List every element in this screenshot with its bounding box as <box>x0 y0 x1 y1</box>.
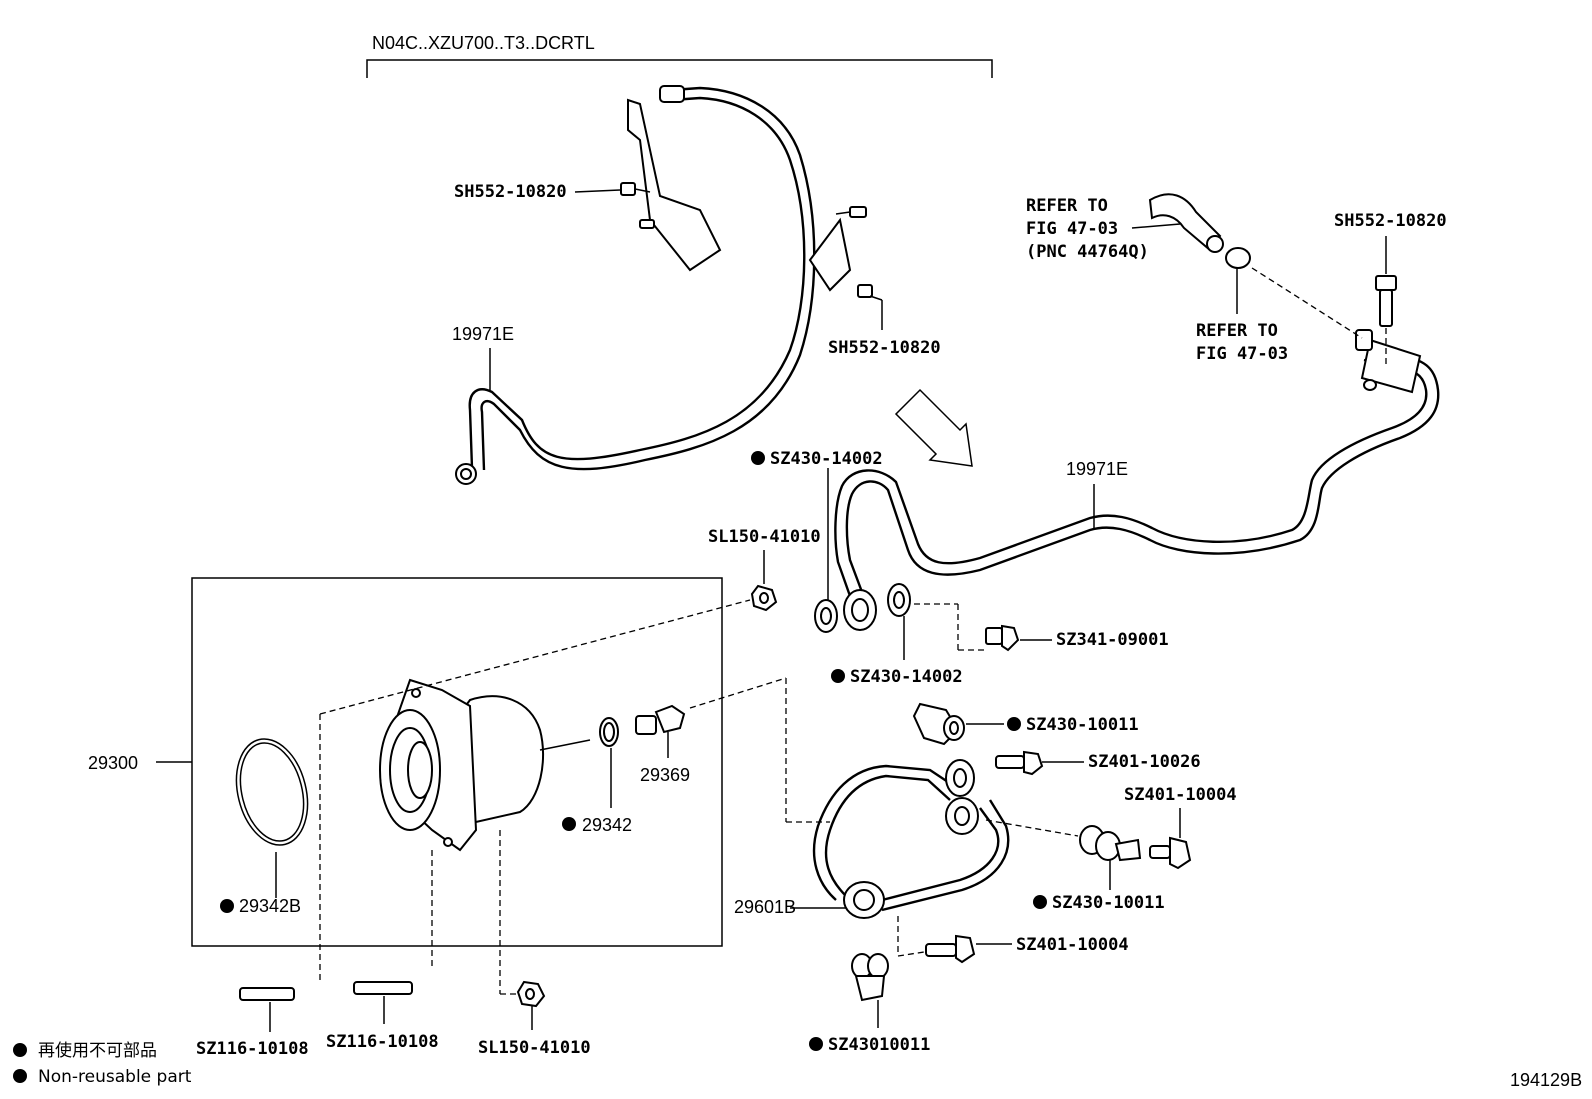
diagram-code: 194129B <box>1510 1070 1582 1090</box>
bolt-b3: SZ401-10004 <box>925 934 1129 964</box>
label-refer-hose-2: FIG 47-03 <box>1026 219 1118 239</box>
label-refer-clip-2: FIG 47-03 <box>1196 344 1288 364</box>
label-union-bolt: SZ341-09001 <box>1056 630 1169 650</box>
label-gasket-top: SZ430-14002 <box>770 449 883 469</box>
callout-pipe-upper: 19971E <box>452 324 514 392</box>
legend-en: Non-reusable part <box>38 1067 192 1087</box>
label-gasket-b2: SZ430-10011 <box>1052 893 1165 913</box>
label-refer-clip-1: REFER TO <box>1196 321 1278 341</box>
legend: 再使用不可部品 Non-reusable part <box>13 1040 192 1087</box>
label-oring-small: 29342 <box>582 815 632 835</box>
label-gasket-b1: SZ430-10011 <box>1026 715 1139 735</box>
variant-bracket: N04C..XZU700..T3..DCRTL <box>366 33 993 78</box>
direction-arrow <box>894 388 973 467</box>
oring-large: 29342B <box>220 738 309 916</box>
label-connector: 29369 <box>640 765 690 785</box>
label-refer-hose-1: REFER TO <box>1026 196 1108 216</box>
stud-2: SZ116-10108 <box>326 981 439 1052</box>
label-pipe-upper: 19971E <box>452 324 514 344</box>
lower-oil-pipe: 29601B <box>734 759 1010 919</box>
legend-dot-jp <box>13 1043 27 1057</box>
label-oring-large: 29342B <box>239 896 301 916</box>
label-gasket-bottom: SZ430-14002 <box>850 667 963 687</box>
bolt-b2: SZ401-10004 <box>1124 785 1237 870</box>
bolt-right: SH552-10820 <box>1334 211 1447 368</box>
connector-29369: 29369 <box>635 704 690 785</box>
main-vacuum-pipe <box>834 329 1440 597</box>
callout-pipe-main: 19971E <box>1066 459 1128 528</box>
clip-refer: REFER TO FIG 47-03 <box>1196 267 1363 364</box>
upper-vacuum-pipe <box>455 85 852 485</box>
gasket-top: SZ430-14002 <box>751 449 883 633</box>
nut-bottom: SL150-41010 <box>478 980 591 1058</box>
label-pump-assy: 29300 <box>88 753 138 773</box>
union-bolt: SZ341-09001 <box>914 603 1169 652</box>
oring-small: 29342 <box>562 717 632 835</box>
label-refer-hose-3: (PNC 44764Q) <box>1026 242 1149 262</box>
gasket-b1: SZ430-10011 <box>912 702 1139 746</box>
label-nut-top: SL150-41010 <box>708 527 821 547</box>
nut-top: SL150-41010 <box>708 527 821 612</box>
vacuum-pump <box>379 678 591 852</box>
label-pipe-lower: 29601B <box>734 897 796 917</box>
legend-jp: 再使用不可部品 <box>38 1040 157 1061</box>
label-stud-2: SZ116-10108 <box>326 1032 439 1052</box>
label-bolt-b3: SZ401-10004 <box>1016 935 1129 955</box>
label-stud-1: SZ116-10108 <box>196 1039 309 1059</box>
bolt-upper-right: SH552-10820 <box>639 206 941 358</box>
label-pipe-main: 19971E <box>1066 459 1128 479</box>
banjo-fitting <box>843 589 877 631</box>
bolt-b1: SZ401-10026 <box>995 750 1201 776</box>
label-gasket-b3: SZ43010011 <box>828 1035 930 1055</box>
stud-1: SZ116-10108 <box>196 987 309 1059</box>
gasket-b3: SZ43010011 <box>809 916 930 1055</box>
pump-assembly-box: 29300 <box>88 577 723 947</box>
label-bolt-upper-mid: SH552-10820 <box>828 338 941 358</box>
label-bolt-right: SH552-10820 <box>1334 211 1447 231</box>
legend-dot-en <box>13 1069 27 1083</box>
label-bolt-b2: SZ401-10004 <box>1124 785 1237 805</box>
variant-label: N04C..XZU700..T3..DCRTL <box>372 33 595 53</box>
label-bolt-upper-left: SH552-10820 <box>454 182 567 202</box>
label-bolt-b1: SZ401-10026 <box>1088 752 1201 772</box>
gasket-b2: SZ430-10011 <box>985 819 1165 913</box>
gasket-bottom: SZ430-14002 <box>831 583 963 687</box>
label-nut-bottom: SL150-41010 <box>478 1038 591 1058</box>
hose-refer: REFER TO FIG 47-03 (PNC 44764Q) <box>1026 193 1251 269</box>
bolt-upper-left: SH552-10820 <box>454 182 651 202</box>
